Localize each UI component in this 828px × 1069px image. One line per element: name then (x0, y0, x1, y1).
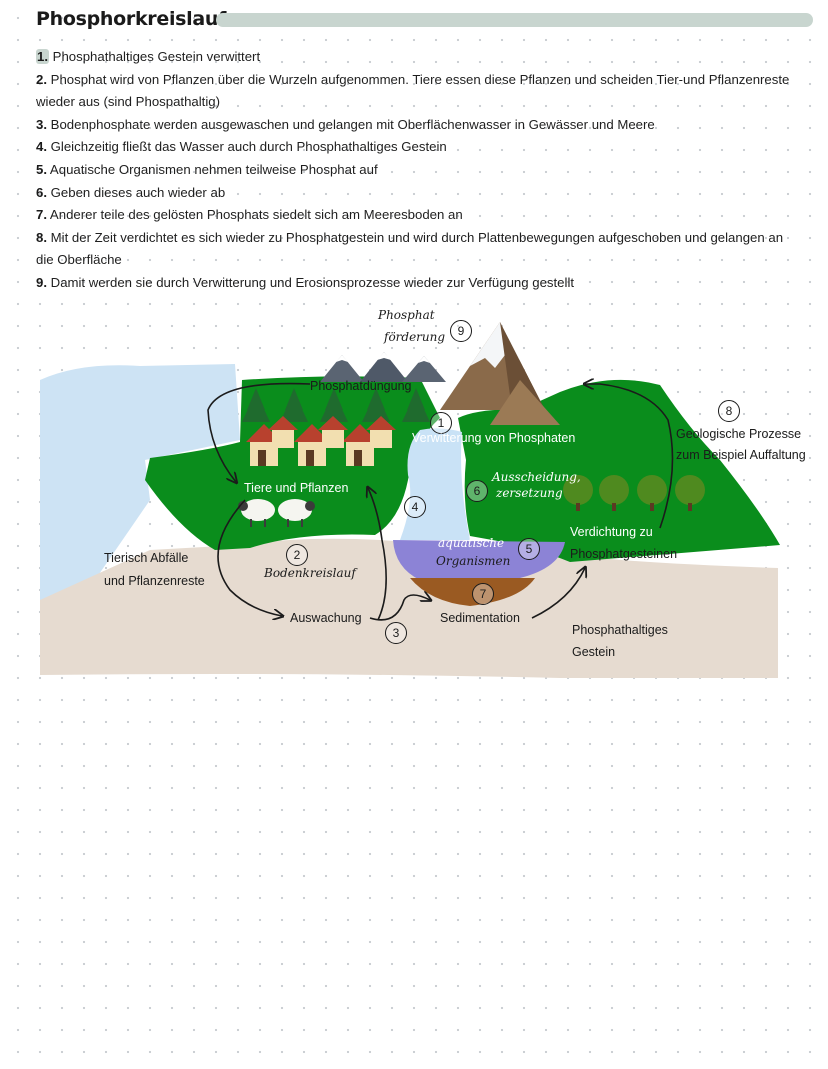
right-grass (458, 379, 780, 562)
list-item: 5. Aquatische Organismen nehmen teilweis… (36, 159, 816, 182)
step-marker-2: 2 (286, 544, 308, 566)
label-tierisch-2: und Pflanzenreste (104, 574, 205, 588)
arrow-duengung (207, 382, 311, 482)
phosphorus-cycle-diagram: Phosphat förderung 9 Phosphatdüngung 1 V… (0, 300, 828, 700)
label-aquatische-2: Organismen (436, 554, 511, 568)
list-item: die Oberfläche (36, 249, 816, 272)
big-mountain (440, 322, 560, 425)
step-number: 6. (36, 184, 47, 200)
step-text: Phosphathaltiges Gestein verwittert (49, 49, 261, 64)
label-ausscheidung-2: zersetzung (496, 486, 563, 500)
arrow-uplift (585, 384, 674, 529)
label-aquatische-1: aquatische (438, 536, 505, 550)
arrow-to-sedimentation (369, 595, 430, 621)
label-phosphat-foerderung-2: förderung (384, 330, 446, 344)
list-item: 8. Mit der Zeit verdichtet es sich wiede… (36, 227, 816, 250)
step-text: Aquatische Organismen nehmen teilweise P… (47, 161, 378, 177)
header: Phosphorkreislauf (36, 8, 816, 34)
arrow-to-auswachung (217, 499, 282, 616)
label-geologische-1: Geologische Prozesse (676, 427, 802, 441)
list-item: wieder aus (sind Phospathaltig) (36, 91, 816, 114)
round-trees (563, 475, 705, 511)
step-text: Geben dieses auch wieder ab (47, 184, 226, 200)
step-number: 9. (36, 274, 47, 290)
label-gestein-2: Gestein (572, 645, 616, 659)
list-item: 9. Damit werden sie durch Verwitterung u… (36, 272, 816, 295)
sheep (238, 499, 315, 527)
step-list: 1. Phosphathaltiges Gestein verwittert 2… (36, 46, 816, 295)
step-marker-7: 7 (472, 583, 494, 605)
diagram-illustration (40, 322, 780, 678)
step-marker-9: 9 (450, 320, 472, 342)
label-geologische-2: zum Beispiel Auffaltung (676, 448, 806, 462)
label-auswachung: Auswachung (290, 611, 362, 625)
arrow-auswachung-up (368, 488, 387, 621)
step-number: 4. (36, 139, 47, 155)
step-marker-4: 4 (404, 496, 426, 518)
conifer-trees (242, 388, 430, 422)
step-text: Mit der Zeit verdichtet es sich wieder z… (47, 229, 784, 245)
step-number: 7. (36, 207, 47, 223)
label-gestein-1: Phosphathaltiges (572, 623, 668, 637)
step-number: 3. (36, 116, 47, 132)
label-verwitterung: Verwitterung von Phosphaten (412, 431, 576, 445)
step-marker-1: 1 (430, 412, 452, 434)
step-text: wieder aus (sind Phospathaltig) (36, 94, 220, 110)
step-number: 2. (36, 71, 47, 87)
step-text: Anderer teile des gelösten Phosphats sie… (47, 207, 463, 223)
label-verdichtung-2: Phosphatgesteinen (570, 547, 678, 561)
step-marker-8: 8 (718, 400, 740, 422)
step-marker-5: 5 (518, 538, 540, 560)
step-text: Bodenphosphate werden ausgewaschen und g… (47, 116, 655, 132)
cycle-arrows (207, 382, 674, 621)
label-tiere-pflanzen: Tiere und Pflanzen (244, 481, 349, 495)
list-item: 3. Bodenphosphate werden ausgewaschen un… (36, 114, 816, 137)
label-ausscheidung-1: Ausscheidung, (492, 470, 581, 484)
arrow-to-verdichtung (531, 568, 585, 619)
label-phosphat-foerderung-1: Phosphat (378, 308, 435, 322)
list-item: 4. Gleichzeitig fließt das Wasser auch d… (36, 136, 816, 159)
title-underline-bar (216, 13, 813, 27)
list-item: 1. Phosphathaltiges Gestein verwittert (36, 46, 816, 69)
step-number: 1. (36, 49, 49, 64)
list-item: 6. Geben dieses auch wieder ab (36, 182, 816, 205)
ground-layer (40, 538, 778, 678)
step-marker-6: 6 (466, 480, 488, 502)
houses (246, 416, 396, 466)
label-bodenkreislauf: Bodenkreislauf (264, 566, 356, 580)
label-phosphatduengung: Phosphatdüngung (310, 379, 412, 393)
step-text: Damit werden sie durch Verwitterung und … (47, 274, 575, 290)
step-text: Gleichzeitig fließt das Wasser auch durc… (47, 139, 447, 155)
list-item: 7. Anderer teile des gelösten Phosphats … (36, 204, 816, 227)
label-tierisch-1: Tierisch Abfälle (104, 551, 189, 565)
small-mountains (320, 352, 446, 382)
page-title: Phosphorkreislauf (36, 8, 227, 30)
list-item: 2. Phosphat wird von Pflanzen über die W… (36, 69, 816, 92)
step-number: 8. (36, 229, 47, 245)
label-verdichtung-1: Verdichtung zu (570, 525, 653, 539)
step-marker-3: 3 (385, 622, 407, 644)
label-sedimentation: Sedimentation (440, 611, 520, 625)
step-number: 5. (36, 161, 47, 177)
step-text: Phosphat wird von Pflanzen über die Wurz… (47, 71, 790, 87)
step-text: die Oberfläche (36, 252, 122, 268)
